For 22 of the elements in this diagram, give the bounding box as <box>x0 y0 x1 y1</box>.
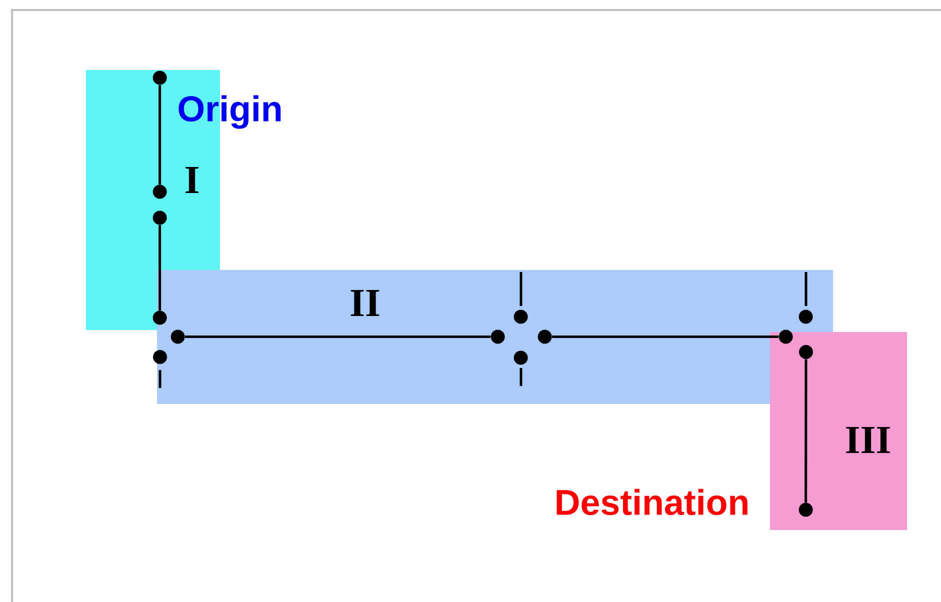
shaded-band: III <box>770 332 907 530</box>
dot <box>153 350 167 364</box>
dot <box>798 310 813 324</box>
dot <box>514 350 528 365</box>
dot <box>152 70 167 85</box>
place-label: Destination <box>556 488 748 516</box>
dot <box>538 330 552 344</box>
dot <box>170 330 185 344</box>
connector-line <box>158 225 162 311</box>
dot <box>490 330 505 344</box>
connector-line <box>552 336 779 338</box>
connector-line <box>185 336 491 338</box>
dot <box>152 310 167 325</box>
dot <box>778 330 793 344</box>
connector-line <box>158 85 162 185</box>
dot <box>152 210 167 225</box>
connector-line <box>804 359 808 503</box>
dot <box>799 345 813 359</box>
dot <box>514 310 528 324</box>
shaded-band: II <box>157 270 833 404</box>
dot <box>152 184 167 199</box>
dot <box>798 502 813 517</box>
